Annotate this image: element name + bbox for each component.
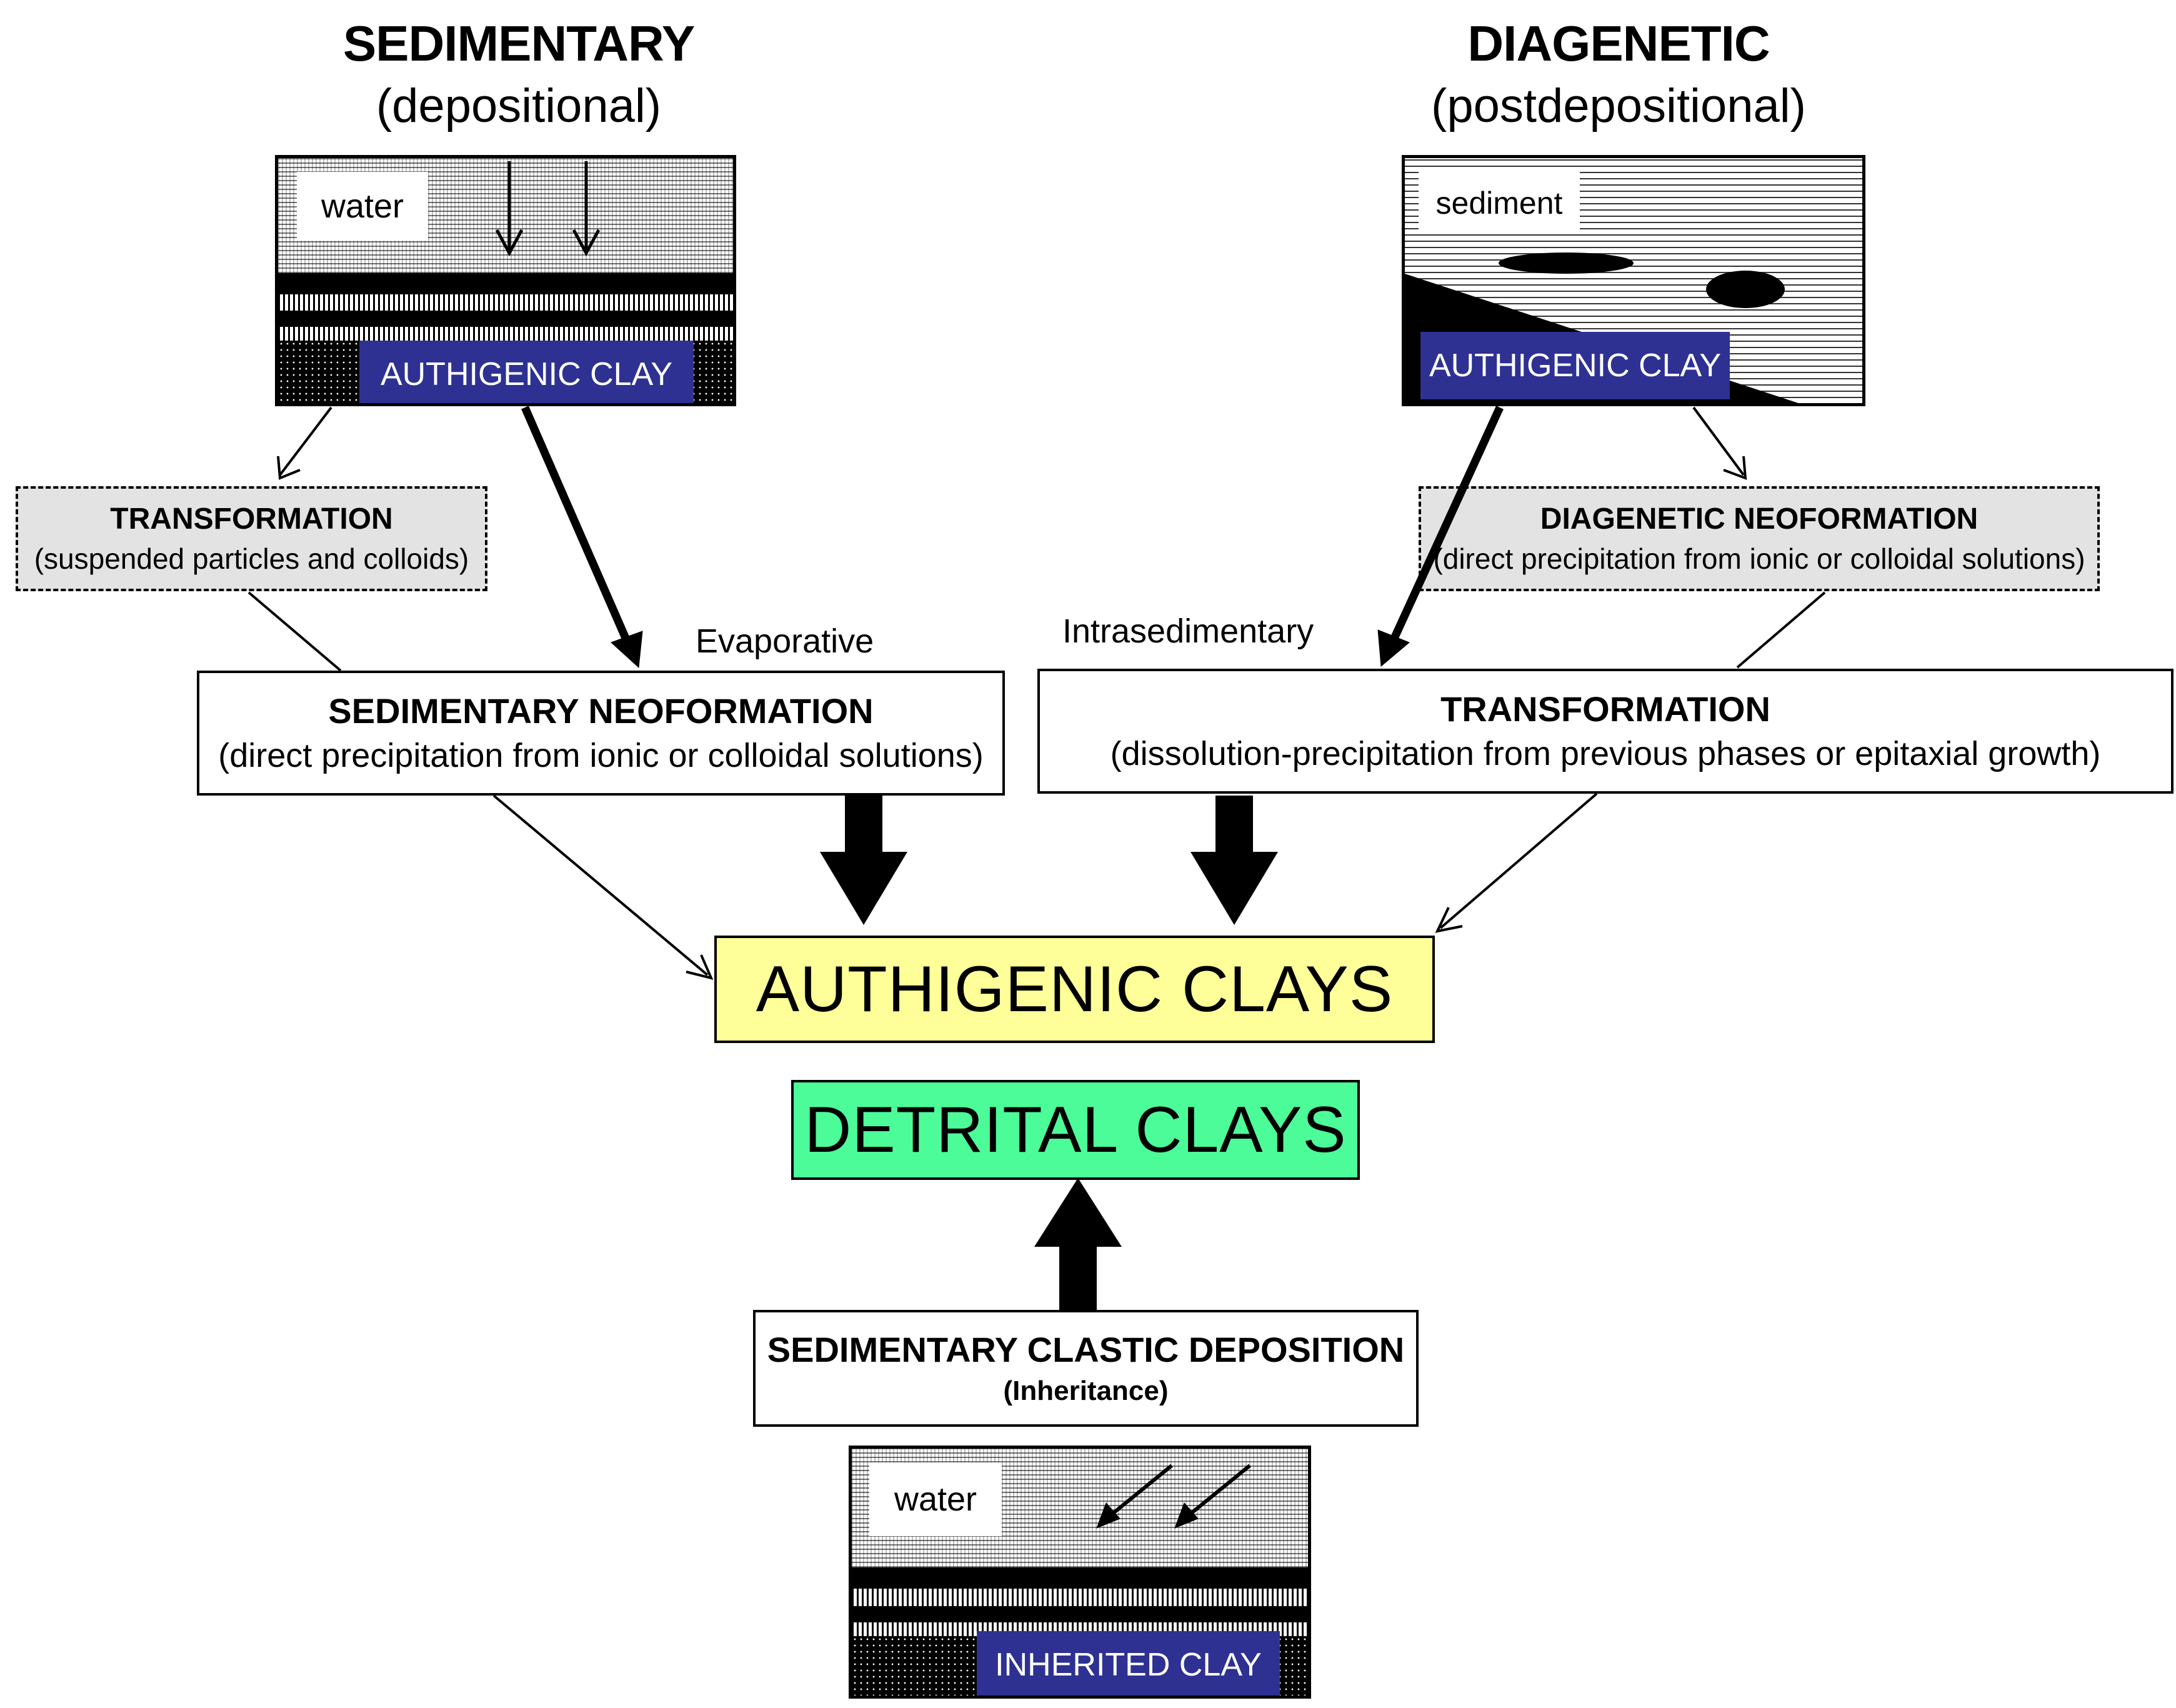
transformation-colloids-title: TRANSFORMATION [110, 502, 393, 536]
stripe-layer [278, 327, 733, 341]
sediment-label: sediment [1419, 172, 1580, 234]
sedimentary-heading: SEDIMENTARY (depositional) [331, 12, 706, 137]
block-arrow-clastic-to-detrital [1034, 1178, 1122, 1310]
line-transformation-to-neoformation [247, 591, 342, 672]
evaporative-label: Evaporative [696, 622, 874, 660]
black-layer [278, 311, 733, 327]
black-layer [852, 1606, 1308, 1622]
black-layer [278, 273, 733, 294]
sedimentary-subtitle: (depositional) [376, 79, 662, 132]
sedimentary-neoformation-box: SEDIMENTARY NEOFORMATION (direct precipi… [197, 671, 1005, 796]
authigenic-clays-box: AUTHIGENIC CLAYS [714, 936, 1435, 1043]
transformation-colloids-box: TRANSFORMATION (suspended particles and … [16, 486, 487, 591]
diagenetic-heading: DIAGENETIC (postdepositional) [1400, 12, 1837, 137]
detrital-clays-label: DETRITAL CLAYS [804, 1093, 1347, 1166]
stripe-layer [278, 294, 733, 311]
clastic-deposition-subtitle: (Inheritance) [1003, 1375, 1169, 1406]
authigenic-clay-tag: AUTHIGENIC CLAY [1420, 332, 1730, 399]
authigenic-clays-label: AUTHIGENIC CLAYS [756, 952, 1394, 1026]
clastic-deposition-box: SEDIMENTARY CLASTIC DEPOSITION (Inherita… [753, 1310, 1419, 1427]
diagenetic-neoformation-box: DIAGENETIC NEOFORMATION (direct precipit… [1419, 486, 2100, 591]
inherited-water-panel: water INHERITED CLAY [849, 1446, 1311, 1699]
diagenetic-title: DIAGENETIC [1467, 16, 1770, 71]
block-arrow-transformation-to-authigenic [1190, 796, 1278, 925]
sedimentary-neoformation-title: SEDIMENTARY NEOFORMATION [328, 691, 874, 731]
water-label: water [297, 172, 428, 241]
diagenetic-subtitle: (postdepositional) [1431, 79, 1806, 132]
block-arrow-sedimentary-to-authigenic [820, 796, 907, 925]
transformation-dissolution-box: TRANSFORMATION (dissolution-precipitatio… [1037, 669, 2174, 794]
clay-lens-left [1499, 252, 1634, 274]
sedimentary-panel-down-arrows [495, 161, 601, 257]
thin-arrow-to-transformation-colloids [277, 406, 332, 480]
water-label: water [869, 1462, 1002, 1536]
authigenic-clay-tag: AUTHIGENIC CLAY [359, 341, 694, 403]
clastic-deposition-title: SEDIMENTARY CLASTIC DEPOSITION [767, 1329, 1405, 1369]
diagenetic-neoformation-subtitle: (direct precipitation from ionic or coll… [1433, 542, 2085, 575]
diagenetic-neoformation-title: DIAGENETIC NEOFORMATION [1540, 502, 1979, 536]
sedimentary-water-panel: water AUTHIGENIC CLAY [275, 155, 736, 406]
transformation-dissolution-title: TRANSFORMATION [1440, 689, 1770, 729]
inherited-clay-tag: INHERITED CLAY [977, 1631, 1280, 1696]
thin-arrow-left-to-authigenic [492, 794, 714, 980]
sedimentary-neoformation-subtitle: (direct precipitation from ionic or coll… [218, 737, 984, 774]
transformation-colloids-subtitle: (suspended particles and colloids) [34, 542, 469, 575]
sedimentary-title: SEDIMENTARY [342, 16, 695, 71]
thick-arrow-to-sedimentary-neoformation [521, 406, 643, 669]
clay-lens-right [1706, 271, 1785, 308]
black-layer [852, 1567, 1308, 1589]
intrasedimentary-label: Intrasedimentary [1062, 612, 1314, 650]
transformation-dissolution-subtitle: (dissolution-precipitation from previous… [1110, 735, 2101, 772]
inherited-panel-diagonal-arrows [1096, 1464, 1251, 1529]
stripe-layer [852, 1589, 1308, 1606]
thin-arrow-to-diagenetic-neoformation [1692, 406, 1747, 480]
line-diagenetic-to-transformation [1736, 591, 1826, 669]
diagenetic-sediment-panel: sediment AUTHIGENIC CLAY [1402, 155, 1865, 406]
detrital-clays-box: DETRITAL CLAYS [791, 1080, 1360, 1180]
thin-arrow-right-to-authigenic [1435, 792, 1598, 933]
thick-arrow-to-transformation-dissolution [1377, 406, 1504, 667]
